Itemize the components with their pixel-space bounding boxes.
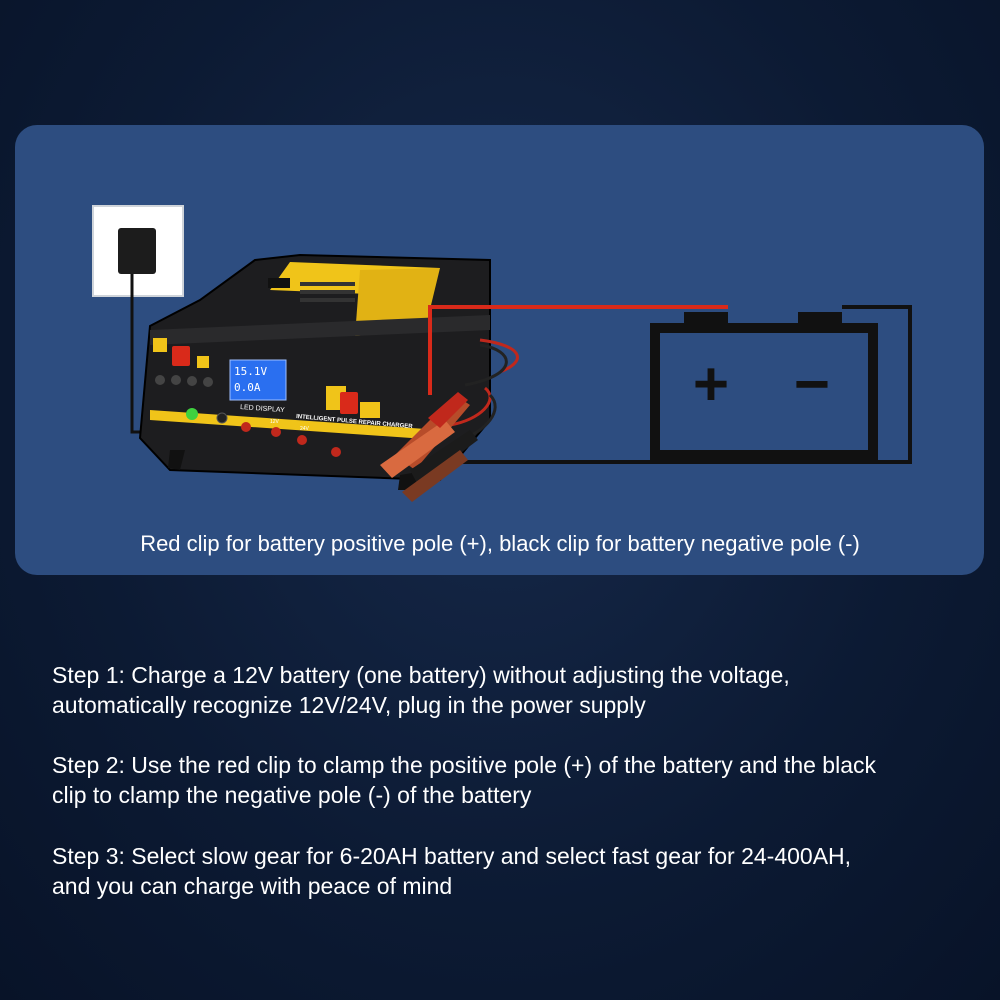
charger-12v-label: 12V <box>270 419 280 425</box>
red-clip-icon <box>380 392 470 478</box>
battery-minus-label: − <box>794 350 830 419</box>
lcd-display: 15.1V 0.0A <box>229 359 287 401</box>
red-wire <box>428 305 728 395</box>
diagram-caption: Red clip for battery positive pole (+), … <box>140 531 860 556</box>
step-3: Step 3: Select slow gear for 6-20AH batt… <box>52 841 982 901</box>
step-2: Step 2: Use the red clip to clamp the po… <box>52 750 982 810</box>
lcd-label: LED DISPLAY <box>240 404 285 414</box>
black-wire <box>430 305 912 464</box>
step-2-line-2: clip to clamp the negative pole (-) of t… <box>52 782 532 808</box>
wiring-diagram: + − 15.1V 0.0A <box>92 205 912 502</box>
charger-24v-label: 24V <box>300 426 310 432</box>
wall-socket-icon <box>92 205 184 297</box>
lcd-current: 0.0A <box>234 381 261 394</box>
black-clip-icon <box>402 430 478 502</box>
clamp-cables <box>449 338 519 442</box>
step-3-line-2: and you can charge with peace of mind <box>52 873 453 899</box>
battery-icon: + − <box>650 312 878 460</box>
step-1-line-2: automatically recognize 12V/24V, plug in… <box>52 692 646 718</box>
battery-plus-label: + <box>693 350 729 419</box>
charger-device: 15.1V 0.0A LED DISPLAY INTELLIGENT PULSE… <box>138 253 491 490</box>
lcd-voltage: 15.1V <box>234 365 267 378</box>
step-1: Step 1: Charge a 12V battery (one batter… <box>52 660 982 720</box>
step-2-line-1: Step 2: Use the red clip to clamp the po… <box>52 752 876 778</box>
step-3-line-1: Step 3: Select slow gear for 6-20AH batt… <box>52 843 852 869</box>
step-1-line-1: Step 1: Charge a 12V battery (one batter… <box>52 662 790 688</box>
